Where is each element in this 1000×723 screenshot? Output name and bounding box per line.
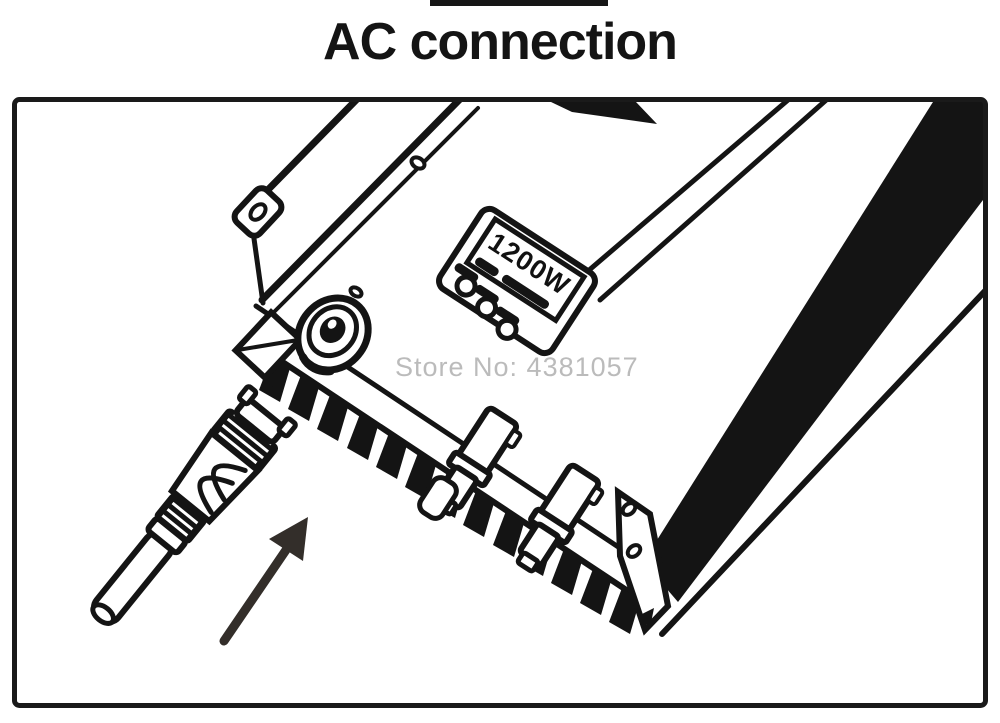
flange-hole (620, 501, 638, 517)
case-end-edge-inner (258, 101, 464, 304)
plug-back-cap (233, 396, 286, 445)
cable-stub (417, 475, 459, 521)
mounting-ear (231, 185, 285, 239)
cable-end (90, 602, 116, 626)
led-indicator (454, 274, 478, 298)
frame-border (12, 97, 988, 708)
vent-slot (551, 102, 657, 124)
led-indicator (475, 296, 499, 320)
top-face-seam-2 (597, 101, 829, 303)
top-face-seam-1 (557, 101, 791, 298)
mc4-connector (515, 462, 605, 574)
arrow-head (269, 517, 308, 561)
case-bottom-edge (659, 288, 983, 637)
direction-arrow (219, 517, 308, 646)
plug-lug (236, 384, 259, 407)
case-end-rim (270, 106, 480, 316)
watermark: Store No: 4381057 (395, 352, 639, 382)
wiring-clip-box (231, 308, 305, 389)
lcd-screen (463, 215, 588, 324)
flange-tip-shadow (638, 608, 654, 628)
top-crop-bar (430, 0, 608, 6)
mc4-clip (586, 486, 605, 507)
case-end-edge-outer (248, 101, 361, 210)
page-title: AC connection (323, 13, 678, 71)
corner-flange (614, 486, 672, 636)
plug-lug (276, 416, 298, 439)
lcd-subtext-smudge (501, 274, 550, 309)
lcd-panel: 1200W (436, 205, 598, 357)
flange-hole (625, 543, 643, 559)
lcd-subtext-smudge (475, 257, 499, 277)
side-shadow-band (652, 101, 983, 602)
mounting-hole (248, 202, 268, 222)
inverter-illustration: 1200W (90, 101, 983, 646)
knurled-ring (154, 493, 207, 544)
ac-connector-plug (90, 384, 298, 626)
ac-output-port (294, 294, 372, 376)
mc4-clip (504, 429, 523, 450)
socket-bore (319, 316, 346, 343)
screw-hole (409, 155, 427, 171)
led-indicator (495, 317, 519, 341)
socket-flange-shadow (299, 353, 335, 376)
screw-hole (348, 285, 364, 299)
